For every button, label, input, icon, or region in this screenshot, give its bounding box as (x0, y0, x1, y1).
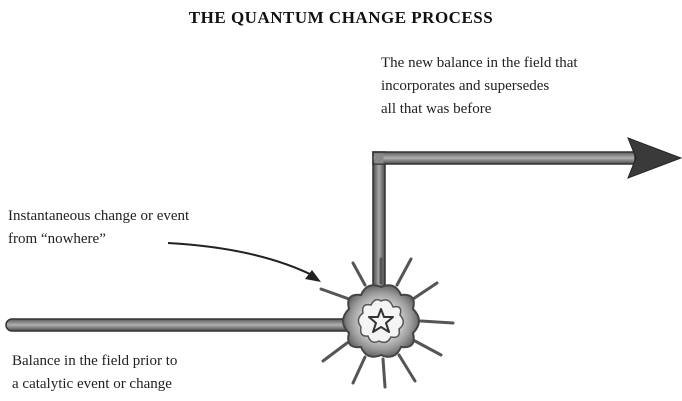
new-balance-line: all that was before (381, 98, 578, 121)
new-balance-line: The new balance in the field that (381, 52, 578, 75)
curved-arrow-icon (168, 243, 321, 282)
new-balance-line: incorporates and supersedes (381, 75, 578, 98)
instantaneous-change-line: from “nowhere” (8, 228, 189, 251)
arrow-right-icon (628, 138, 681, 178)
prior-balance-line: Balance in the field prior to (12, 350, 177, 373)
prior-balance-line: a catalytic event or change (12, 373, 177, 396)
instantaneous-change-label: Instantaneous change or event from “nowh… (8, 205, 189, 251)
instantaneous-change-line: Instantaneous change or event (8, 205, 189, 228)
new-balance-arrow (373, 138, 681, 312)
new-balance-label: The new balance in the field that incorp… (381, 52, 578, 121)
prior-balance-bar (6, 319, 358, 331)
prior-balance-label: Balance in the field prior to a catalyti… (12, 350, 177, 396)
